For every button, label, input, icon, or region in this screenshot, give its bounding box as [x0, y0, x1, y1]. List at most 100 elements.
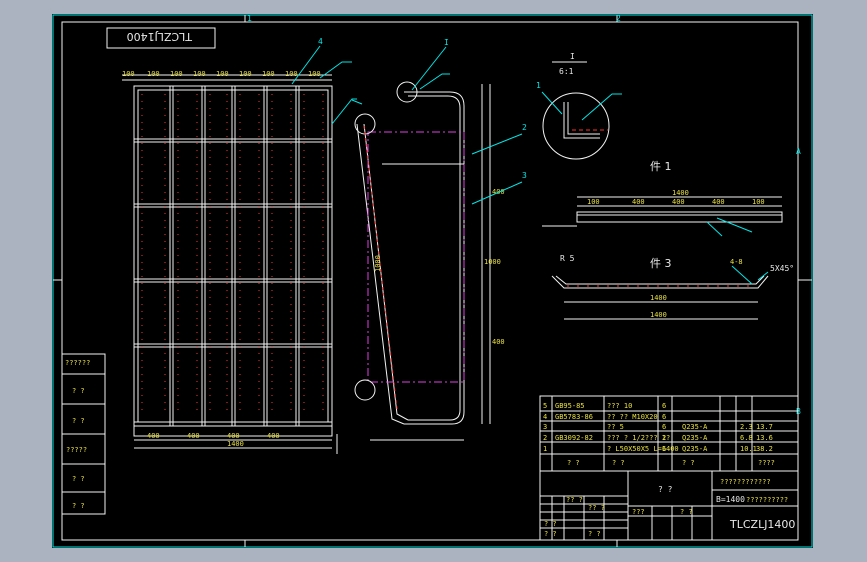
side-inner: 1000 [374, 255, 382, 272]
callout-3: 3 [522, 171, 527, 180]
drawing-no: TLCZLJ1400 [729, 518, 795, 531]
svg-text:???: ??? [632, 508, 645, 516]
svg-text:100: 100 [170, 70, 183, 78]
svg-text:R 5: R 5 [560, 254, 575, 263]
svg-text:I: I [570, 52, 575, 61]
svg-text:100: 100 [193, 70, 206, 78]
parts-cell-name: ??? ? 1/2??? 1? [607, 434, 670, 442]
parts-cell-std: GB5783-86 [555, 413, 593, 421]
parts-cell-qty: 6 [662, 413, 666, 421]
model: B=1400 [716, 495, 745, 504]
rotated-drawing-no-box [106, 27, 216, 49]
part-name: ? ? [658, 485, 673, 494]
svg-text:100: 100 [239, 70, 252, 78]
parts-cell-mat: Q235-A [682, 434, 708, 442]
part-1-view: 件 1 1400 100 400 400 400 100 [542, 160, 783, 237]
left-stamp-column: ?????? ? ? ? ? ????? ? ? ? ? [61, 353, 106, 515]
stamp-6: ? ? [72, 502, 85, 510]
svg-text:5X45°: 5X45° [770, 264, 794, 273]
svg-text:400: 400 [267, 432, 280, 440]
part-3-view: 件 3 R 5 4-8 5X45° 1400 1400 [551, 254, 794, 320]
svg-text:400: 400 [672, 198, 685, 206]
svg-text:4-8: 4-8 [730, 258, 743, 266]
parts-cell-name: ?? ?? M10X20 [607, 413, 658, 421]
detail-I: I 6:1 1 [536, 52, 622, 160]
outer-border [52, 14, 813, 548]
parts-cell-no: 4 [543, 413, 547, 421]
parts-cell-w1: 10.1 [740, 445, 757, 453]
parts-cell-no: 1 [543, 445, 547, 453]
company-name: ???????????? [720, 478, 771, 486]
svg-text:件 1: 件 1 [650, 160, 672, 173]
callout-4: 4 [318, 37, 323, 46]
side-view: 1000 400 400 1000 [354, 81, 505, 441]
svg-text:? ?: ? ? [544, 530, 557, 538]
stamp-2: ? ? [72, 387, 85, 395]
svg-text:400: 400 [187, 432, 200, 440]
parts-list-table [539, 395, 799, 472]
parts-cell-std: GB95-85 [555, 402, 585, 410]
svg-text:1400: 1400 [650, 294, 667, 302]
parts-list-header: ? ? ? ? ? ? ???? [567, 459, 775, 467]
svg-text:100: 100 [216, 70, 229, 78]
svg-text:400: 400 [712, 198, 725, 206]
parts-cell-w2: 13.7 [756, 423, 773, 431]
front-view-grid [122, 61, 357, 437]
stamp-1: ?????? [65, 359, 90, 367]
svg-text:1400: 1400 [672, 189, 689, 197]
svg-text:? ?: ? ? [588, 530, 601, 538]
svg-text:100: 100 [285, 70, 298, 78]
svg-text:100: 100 [262, 70, 275, 78]
parts-cell-no: 2 [543, 434, 547, 442]
rotated-drawing-no: TLCZLJ1400 [127, 30, 193, 43]
svg-text:? ?: ? ? [680, 508, 693, 516]
parts-cell-mat: Q235-A [682, 423, 708, 431]
stamp-3: ? ? [72, 417, 85, 425]
parts-cell-std: GB3092-82 [555, 434, 593, 442]
svg-text:100: 100 [308, 70, 321, 78]
svg-text:400: 400 [147, 432, 160, 440]
parts-cell-qty: 6 [662, 423, 666, 431]
parts-cell-w2: 38.2 [756, 445, 773, 453]
parts-cell-qty: 2 [662, 434, 666, 442]
side-seg-2: 400 [492, 338, 505, 346]
grid-marker-top-2: 2 [616, 14, 621, 23]
parts-cell-w1: 2.3 [740, 423, 753, 431]
svg-text:? ?: ? ? [682, 459, 695, 467]
bottom-dimension-chain: 400 400 400 400 1400 [134, 432, 338, 454]
parts-cell-w2: 13.6 [756, 434, 773, 442]
parts-cell-name: ? L50X50X5 L=1400 [607, 445, 679, 453]
parts-cell-no: 3 [543, 423, 547, 431]
svg-text:件 3: 件 3 [650, 257, 672, 270]
parts-cell-w1: 6.8 [740, 434, 753, 442]
parts-list-rows: 5 GB95-85 ??? 10 6 4 GB5783-86 ?? ?? M10X20 6 3?… [543, 402, 773, 453]
title-block: ???????????? ? ? B=1400 ?????????? TLCZL… [539, 470, 799, 541]
svg-text:? ?: ? ? [567, 459, 580, 467]
overall-width: 1400 [227, 440, 244, 448]
parts-cell-name: ?? 5 [607, 423, 624, 431]
grid-marker-right-a: A [796, 147, 801, 156]
grid-marker-top-1: 1 [247, 14, 252, 23]
svg-text:1: 1 [536, 81, 541, 90]
parts-cell-mat: Q235-A [682, 445, 708, 453]
svg-text:100: 100 [122, 70, 135, 78]
svg-text:????: ???? [758, 459, 775, 467]
parts-cell-qty: 6 [662, 445, 666, 453]
svg-text:100: 100 [147, 70, 160, 78]
callout-I: I [444, 38, 449, 47]
parts-cell-no: 5 [543, 402, 547, 410]
svg-text:400: 400 [227, 432, 240, 440]
cad-drawing: 1 2 A B TLCZLJ1400 ?????? ? ? ? ? ????? … [52, 14, 813, 548]
parts-cell-qty: 6 [662, 402, 666, 410]
stamp-5: ? ? [72, 475, 85, 483]
parts-cell-name: ??? 10 [607, 402, 632, 410]
svg-text:100: 100 [752, 198, 765, 206]
svg-text:?? ?: ?? ? [566, 496, 583, 504]
stamp-4: ????? [66, 446, 87, 454]
callout-2: 2 [522, 123, 527, 132]
svg-text:1400: 1400 [650, 311, 667, 319]
side-height: 1000 [484, 258, 501, 266]
drawing-sheet: 1 2 A B TLCZLJ1400 ?????? ? ? ? ? ????? … [52, 14, 813, 548]
inner-frame [61, 21, 799, 541]
svg-text:100: 100 [587, 198, 600, 206]
